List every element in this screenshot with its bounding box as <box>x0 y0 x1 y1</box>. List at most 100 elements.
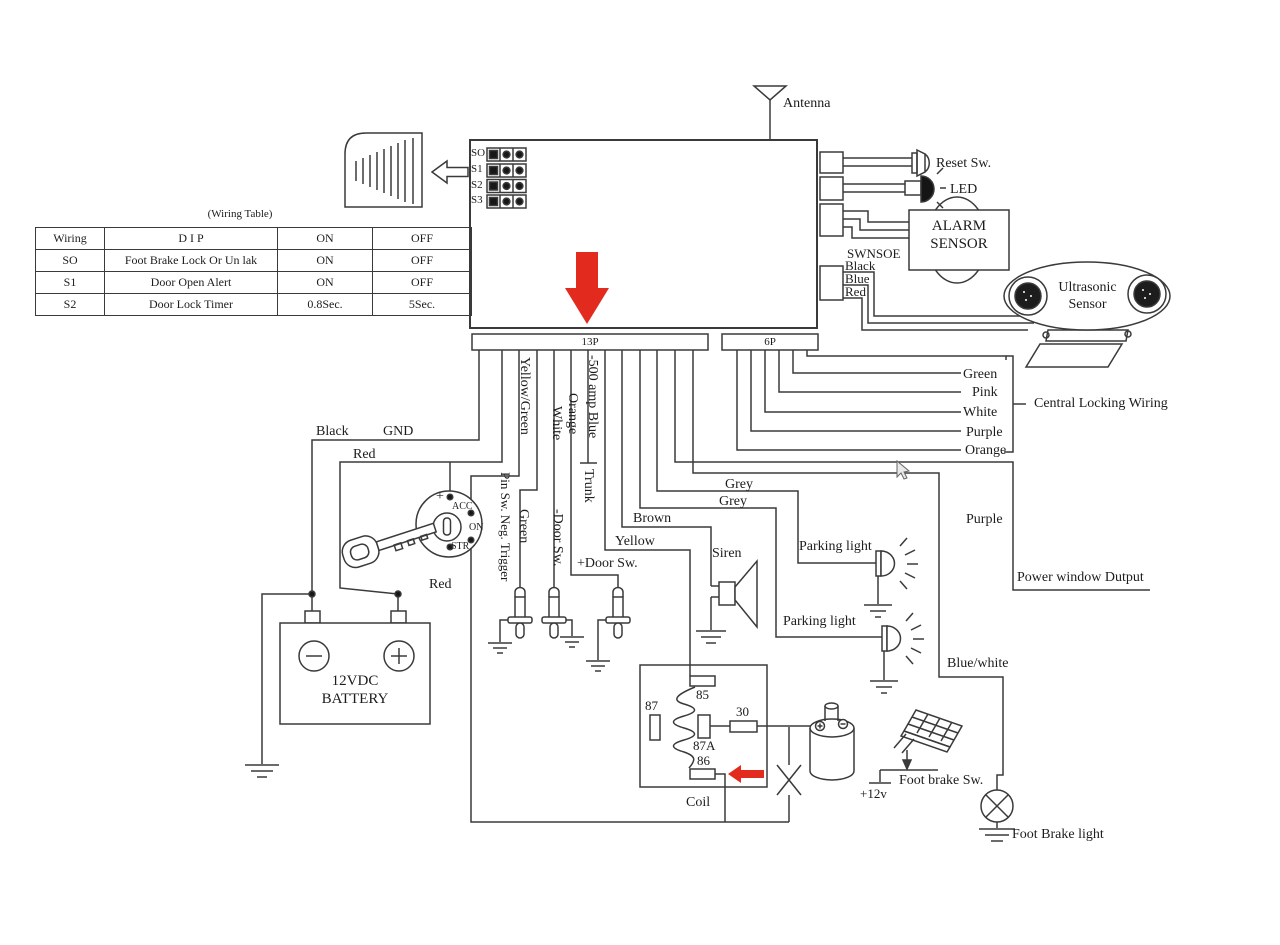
connector-6p <box>721 333 819 351</box>
table-cell: 5Sec. <box>372 293 472 316</box>
led-label: LED <box>950 182 978 197</box>
mouse-cursor <box>896 459 911 480</box>
connector-alarm <box>819 203 844 237</box>
table-cell: S2 <box>35 293 105 316</box>
relay-86-label: 86 <box>697 753 710 768</box>
relay-87a-label: 87A <box>693 738 716 753</box>
relay-87-label: 87 <box>645 698 658 713</box>
foot-brake-light-label: Foot Brake light <box>1012 827 1104 842</box>
antenna-icon <box>752 85 788 140</box>
connector-6p-label: 6P <box>764 336 776 348</box>
harness-6p <box>736 350 1026 453</box>
wire-orange-label: Orange <box>565 393 580 435</box>
red-arrow-left-icon <box>728 765 764 783</box>
central-locking-bracket <box>1004 355 1014 453</box>
wire-pin-sw-label: Pin Sw. Neg. Trigger <box>498 472 513 582</box>
table-row: S1 Door Open Alert ON OFF <box>35 271 472 294</box>
wire-yellow-label: Yellow <box>615 534 655 549</box>
harness-13p <box>261 350 1150 823</box>
annotation-arrows <box>565 252 764 783</box>
table-cell: SO <box>35 249 105 272</box>
parking-light-2-icon <box>870 612 924 694</box>
parking-light-1-icon <box>864 537 918 618</box>
relay-85-label: 85 <box>696 687 709 702</box>
brake-pedal-icon <box>893 709 964 771</box>
power-window-label: Power window Dutput <box>1017 570 1144 585</box>
pin-switch-1 <box>488 586 533 654</box>
table-row: S2 Door Lock Timer 0.8Sec. 5Sec. <box>35 293 472 316</box>
connector-13p-label: 13P <box>581 336 599 348</box>
cl-purple-label: Purple <box>966 425 1003 440</box>
table-cell: S1 <box>35 271 105 294</box>
table-cell: Foot Brake Lock Or Un lak <box>104 249 278 272</box>
table-cell: D I P <box>104 227 278 250</box>
dip-label-s1: S1 <box>471 163 483 175</box>
table-cell: Wiring <box>35 227 105 250</box>
pin-switch-2 <box>541 586 584 648</box>
purple-label: Purple <box>966 512 1003 527</box>
cl-green-label: Green <box>963 367 998 382</box>
cl-orange-label: Orange <box>965 443 1007 458</box>
pin-switch-3 <box>586 586 631 672</box>
wiring-table-caption: (Wiring Table) <box>207 208 273 220</box>
wire-neg-door-sw-label: -Door Sw. <box>550 509 565 567</box>
ultrasonic-sensor-icon <box>1003 261 1171 368</box>
ignition-plus-label: + <box>436 489 444 504</box>
key-icon <box>341 522 438 569</box>
speaker-icon <box>344 132 423 208</box>
red-label-2: Red <box>429 577 452 592</box>
ignition-coil-icon <box>809 702 855 781</box>
blue-white-label: Blue/white <box>947 656 1009 671</box>
wire-pos-door-sw-label: +Door Sw. <box>577 556 638 571</box>
reset-sw-label: Reset Sw. <box>936 156 992 171</box>
dip-label-s3: S3 <box>471 194 483 206</box>
ground-battery <box>245 764 279 778</box>
wire-trunk-label: Trunk <box>581 469 596 503</box>
connector-led <box>819 176 844 201</box>
foot-brake-switch-icon <box>869 769 938 784</box>
table-cell: ON <box>277 227 373 250</box>
wiring-table: Wiring D I P ON OFF SO Foot Brake Lock O… <box>35 227 472 316</box>
alarm-sensor-label: ALARM SENSOR <box>930 218 988 253</box>
table-cell: OFF <box>372 271 472 294</box>
red-label-1: Red <box>353 447 376 462</box>
led-icon <box>843 167 946 209</box>
red-arrow-down-icon <box>565 252 609 324</box>
ultrasonic-wires <box>843 271 1040 331</box>
table-cell: ON <box>277 249 373 272</box>
sensor-red-label: Red <box>845 284 866 299</box>
dip-switch-block <box>486 147 527 209</box>
battery-label: 12VDC BATTERY <box>321 673 389 708</box>
table-cell: Door Lock Timer <box>104 293 278 316</box>
connector-reset <box>819 151 844 174</box>
ignition-switch-icon <box>415 490 483 558</box>
table-cell: OFF <box>372 227 472 250</box>
wire-grey-2-label: Grey <box>719 494 747 509</box>
table-cell: ON <box>277 271 373 294</box>
coil-circuit <box>776 727 802 822</box>
reset-switch-icon <box>843 148 930 178</box>
wire-500amp-blue-label: -500 amp Blue <box>585 355 600 439</box>
foot-brake-sw-label: Foot brake Sw. <box>899 773 984 788</box>
ultrasonic-label: Ultrasonic Sensor <box>1058 280 1117 313</box>
cl-pink-label: Pink <box>972 385 998 400</box>
gnd-label: GND <box>383 424 414 439</box>
connector-ultrasonic <box>819 265 844 301</box>
wire-white-label: White <box>549 406 564 441</box>
parking-light-2-label: Parking light <box>783 614 856 629</box>
antenna-label: Antenna <box>783 96 831 111</box>
central-locking-label: Central Locking Wiring <box>1034 396 1168 411</box>
alarm-sensor-icon <box>843 196 1010 284</box>
foot-brake-light-icon <box>979 789 1015 842</box>
battery-symbol <box>279 590 431 725</box>
wire-brown-label: Brown <box>633 511 672 526</box>
left-arrow-icon <box>430 159 469 185</box>
ignition-acc-label: ACC <box>452 501 473 512</box>
sensor-blue-label: Blue <box>845 271 870 286</box>
ignition-str-label: STR <box>451 541 470 552</box>
table-cell: OFF <box>372 249 472 272</box>
dip-label-s0: SO <box>471 147 486 159</box>
table-cell: 0.8Sec. <box>277 293 373 316</box>
